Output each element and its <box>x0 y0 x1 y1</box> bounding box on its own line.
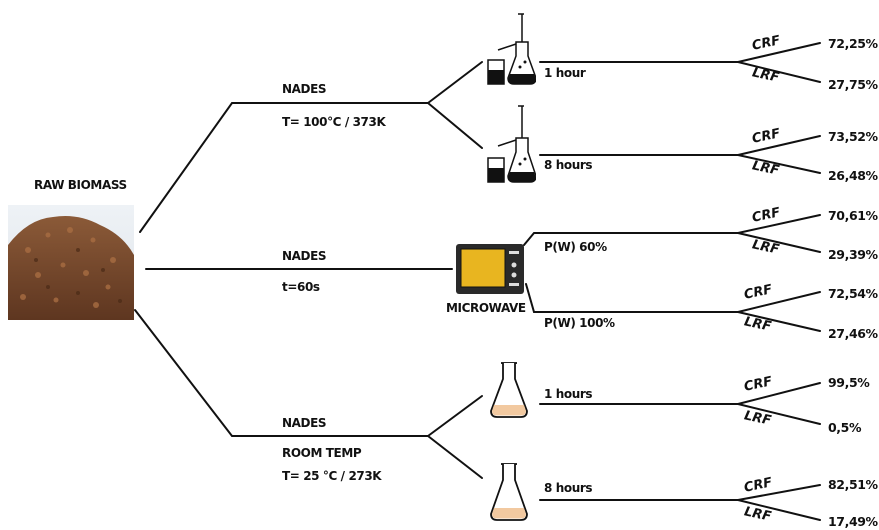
lrf-value: 0,5% <box>828 420 862 435</box>
lrf-value: 27,75% <box>828 77 878 92</box>
connector-root-branch1 <box>139 102 429 233</box>
erlenmeyer-flask-icon <box>490 463 528 521</box>
connector-root-branch3 <box>134 309 429 437</box>
crf-value: 73,52% <box>828 129 878 144</box>
heating-flask-icon <box>487 13 536 85</box>
fork2 <box>737 135 821 174</box>
lrf-value: 26,48% <box>828 168 878 183</box>
branch3-condition: ROOM TEMP <box>282 446 362 460</box>
fork5 <box>737 382 821 425</box>
fork3 <box>737 214 821 253</box>
branch3-condition: T= 25 °C / 273K <box>282 469 382 483</box>
lrf-value: 17,49% <box>828 514 878 529</box>
option-label: 8 hours <box>544 158 593 172</box>
fork6 <box>737 484 821 521</box>
option-label: 1 hour <box>544 66 586 80</box>
option4-line <box>525 283 739 313</box>
crf-value: 99,5% <box>828 375 870 390</box>
lrf-value: 29,39% <box>828 247 878 262</box>
root-label: RAW BIOMASS <box>34 178 127 192</box>
crf-value: 82,51% <box>828 477 878 492</box>
lrf-value: 27,46% <box>828 326 878 341</box>
branch1-condition: T= 100°C / 373K <box>282 115 386 129</box>
option-label: 8 hours <box>544 481 593 495</box>
option-label: P(W) 100% <box>544 316 615 330</box>
microwave-label: MICROWAVE <box>446 301 526 315</box>
option-label: P(W) 60% <box>544 240 607 254</box>
option3-line <box>523 232 739 246</box>
microwave-icon <box>456 244 524 294</box>
raw-biomass-image <box>8 205 134 320</box>
branch2-method: NADES <box>282 249 327 263</box>
crf-value: 70,61% <box>828 208 878 223</box>
fork1 <box>737 42 821 83</box>
option-label: 1 hours <box>544 387 593 401</box>
branch3-method: NADES <box>282 416 327 430</box>
crf-value: 72,54% <box>828 286 878 301</box>
branch1-method: NADES <box>282 82 327 96</box>
crf-value: 72,25% <box>828 36 878 51</box>
fork4 <box>737 291 821 332</box>
branch2-condition: t=60s <box>282 280 320 294</box>
connector-branch1-split <box>427 61 483 149</box>
connector-branch3-split <box>427 395 483 479</box>
erlenmeyer-flask-icon <box>490 362 528 418</box>
heating-flask-icon <box>487 105 536 183</box>
